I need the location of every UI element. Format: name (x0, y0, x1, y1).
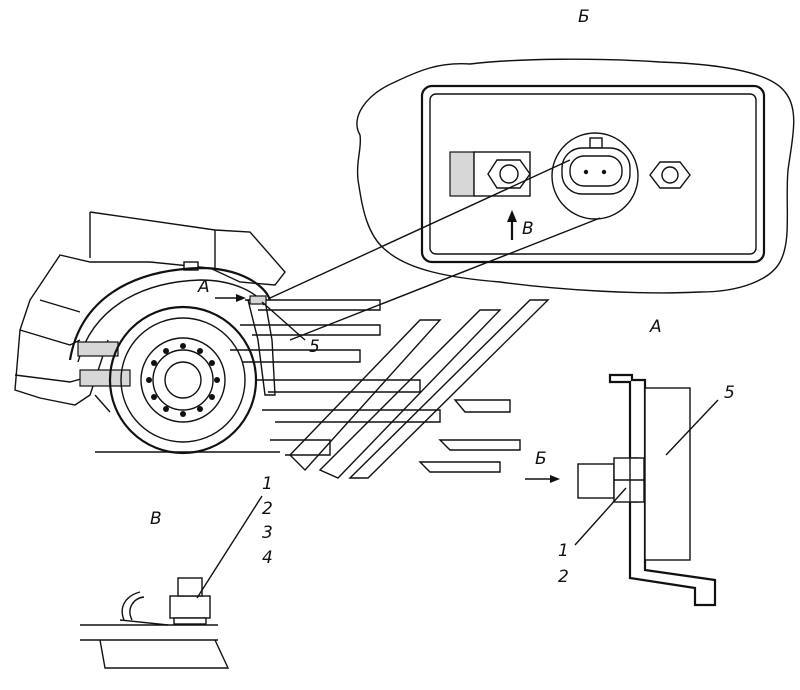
view-b-detail (356, 58, 795, 294)
side-lamp-5 (249, 295, 267, 305)
view-v-detail (80, 495, 263, 669)
arrow-a-label: А (197, 277, 210, 297)
view-v-title: В (150, 509, 162, 529)
cab-outline (14, 211, 286, 406)
view-b-panel-outer (420, 84, 766, 264)
arrow-b-label: Б (535, 449, 547, 469)
view-v-callout-3: 3 (262, 523, 273, 543)
view-v-callout-4: 4 (262, 548, 273, 568)
sensor-connector (551, 132, 639, 220)
view-a-detail (525, 373, 719, 607)
wheel-arch (68, 266, 272, 361)
callout-5-truck: 5 (309, 337, 320, 357)
view-v-callout-1: 1 (262, 474, 273, 494)
view-a-callout-2: 2 (558, 567, 569, 587)
truck-front (14, 211, 306, 455)
panel-nut (649, 161, 691, 189)
lamp-body-5 (644, 387, 691, 561)
view-v-callout-2: 2 (262, 499, 273, 519)
arrow-v-label: В (522, 219, 534, 239)
mudflap (247, 299, 276, 396)
switch-bracket (449, 151, 531, 197)
bracket-profile (608, 373, 717, 607)
view-a-callout-1: 1 (558, 541, 569, 561)
view-b-panel-inner (429, 93, 757, 255)
front-wheel (108, 305, 258, 455)
view-b-title: Б (578, 7, 590, 27)
view-a-title: А (649, 317, 662, 337)
projection-lines (230, 159, 601, 479)
callout-5-view-a: 5 (724, 383, 735, 403)
